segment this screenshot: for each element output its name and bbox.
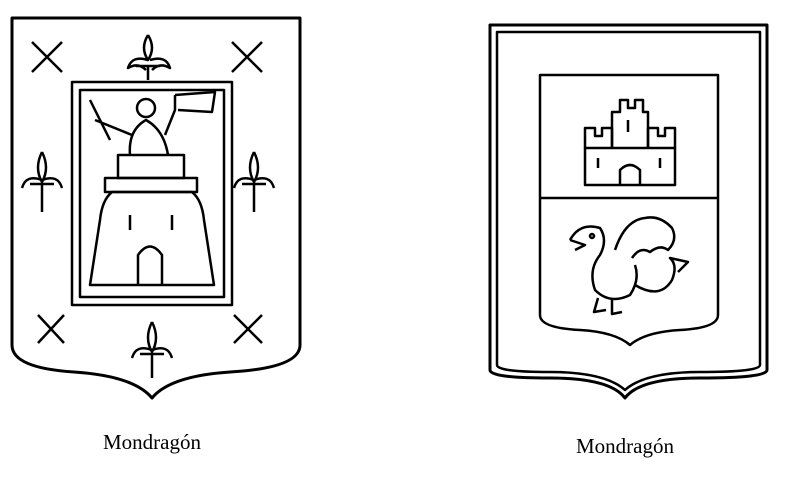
saltire-cross-icon [31, 41, 263, 344]
left-caption: Mondragón [103, 430, 201, 454]
dragon-icon [568, 216, 690, 316]
castle-icon [583, 98, 677, 187]
fleur-de-lis-icon [20, 34, 276, 378]
right-coat-of-arms [488, 23, 769, 400]
right-caption: Mondragón [576, 434, 674, 458]
tower-with-figure-icon [88, 90, 217, 287]
left-coat-of-arms [10, 16, 302, 400]
